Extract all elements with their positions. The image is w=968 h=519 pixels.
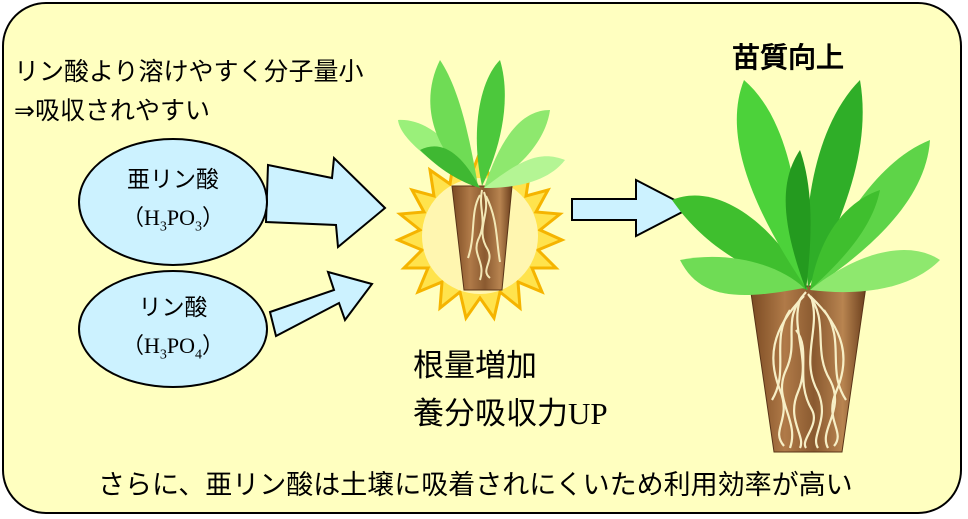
arrow-to-result — [571, 178, 693, 238]
oval-phosphorous-acid: 亜リン酸 （H3PO3） — [78, 138, 268, 266]
effect-line-1: 根量増加 — [413, 348, 537, 384]
effect-line-2: 養分吸収力UP — [413, 396, 608, 432]
large-plant-leaves — [672, 80, 940, 295]
large-roots — [771, 291, 847, 449]
compound-name: 亜リン酸 — [127, 167, 219, 193]
result-title: 苗質向上 — [732, 41, 845, 74]
bottom-note: さらに、亜リン酸は土壌に吸着されにくいため利用効率が高い — [98, 470, 853, 501]
intro-line-1: リン酸より溶けやすく分子量小 — [14, 57, 364, 86]
small-roots — [467, 189, 501, 281]
small-plant-leaves — [398, 60, 565, 188]
compound-formula: （H3PO4） — [121, 333, 225, 363]
compound-name: リン酸 — [138, 295, 208, 321]
arrow-from-phosphoric-acid — [268, 270, 374, 338]
arrow-from-phosphorous-acid — [264, 155, 387, 249]
oval-phosphoric-acid: リン酸 （H3PO4） — [78, 270, 268, 388]
large-pot — [749, 285, 867, 453]
intro-line-2: ⇒吸収されやすい — [14, 96, 210, 125]
compound-formula: （H3PO3） — [121, 205, 225, 235]
